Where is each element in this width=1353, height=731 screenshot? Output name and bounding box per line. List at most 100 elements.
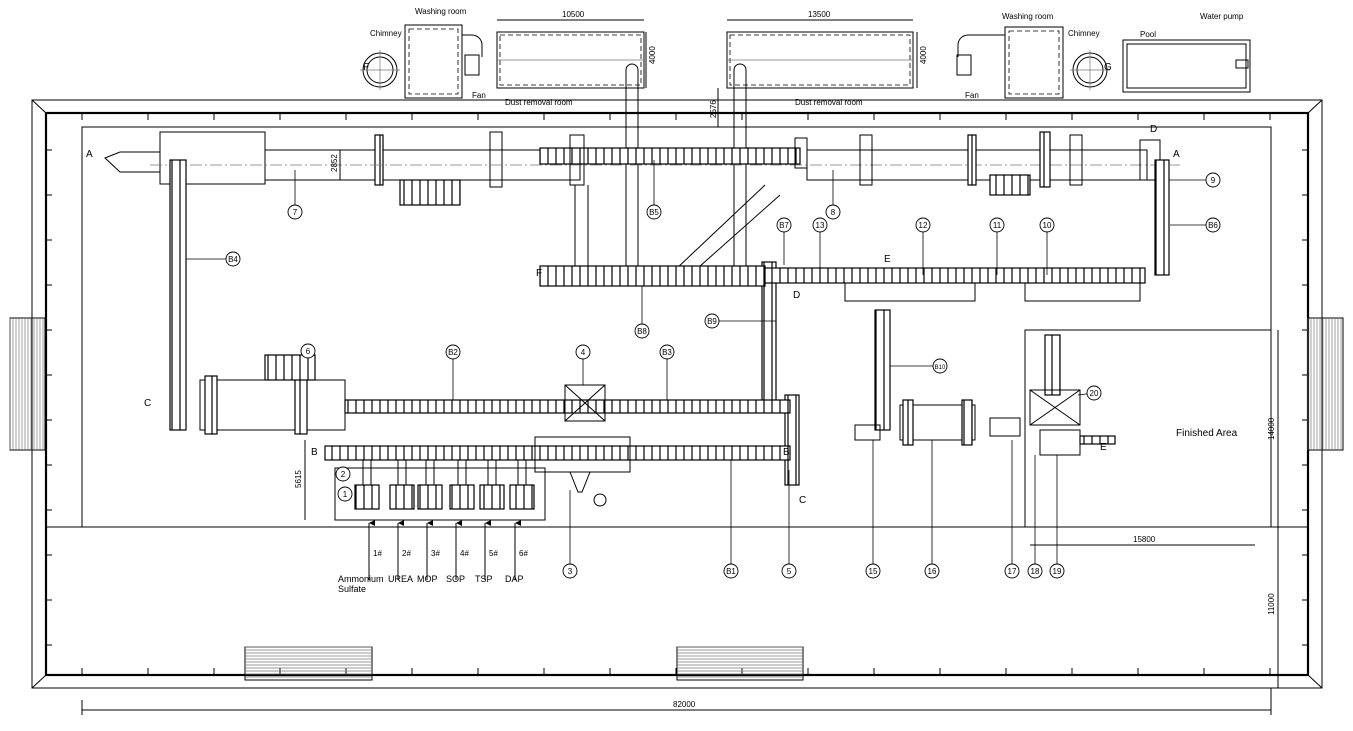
svg-text:B5: B5 — [649, 208, 659, 217]
material-number: 4# — [460, 549, 469, 558]
svg-text:4: 4 — [581, 348, 586, 357]
finished-area-label: Finished Area — [1176, 428, 1238, 439]
material-name: DAP — [505, 574, 524, 584]
washing-room-right-label: Washing room — [1002, 12, 1054, 21]
callout-18: 18 — [1027, 455, 1043, 579]
callout-2: 2 — [335, 466, 351, 482]
section-d-mid: D — [793, 290, 800, 301]
building-columns — [46, 113, 1308, 675]
callout-17: 17 — [1004, 440, 1020, 579]
callout-16: 16 — [924, 440, 940, 579]
svg-text:16: 16 — [928, 567, 937, 576]
callout-10: 10 — [1039, 217, 1055, 275]
callout-19: 19 — [1049, 455, 1065, 579]
callout-b5: B5 — [646, 160, 662, 220]
dim-offset: 2576 — [709, 100, 718, 118]
section-a-right: A — [1173, 149, 1180, 160]
callout-b8: B8 — [634, 286, 650, 339]
section-a-left: A — [86, 149, 93, 160]
material-name: UREA — [388, 574, 413, 584]
callout-b9: B9 — [704, 313, 776, 329]
water-pump-label: Water pump — [1200, 12, 1244, 21]
equipment — [104, 131, 1180, 521]
callout-13: 13 — [812, 217, 828, 275]
callout-6: 6 — [300, 343, 316, 365]
material-name: MOP — [417, 574, 438, 584]
section-b-left: B — [311, 447, 318, 458]
callout-b7: B7 — [776, 217, 792, 265]
dust-room-left-label: Dust removal room — [505, 98, 573, 107]
section-c-left: C — [144, 398, 151, 409]
dim-dust-right-width: 13500 — [808, 10, 831, 19]
material-number: 3# — [431, 549, 440, 558]
material-number: 2# — [402, 549, 411, 558]
svg-text:12: 12 — [919, 221, 928, 230]
material-number: 5# — [489, 549, 498, 558]
callout-20: 20 — [1077, 385, 1102, 401]
raw-material-labels: 1#AmmoniumSulfate2#UREA3#MOP4#SOP5#TSP6#… — [338, 520, 528, 594]
feed-bin — [479, 484, 505, 510]
svg-text:B9: B9 — [707, 317, 717, 326]
chimney-left-label: Chimney — [370, 29, 402, 38]
svg-text:20: 20 — [1090, 389, 1099, 398]
svg-text:2: 2 — [341, 470, 346, 479]
material-number: 6# — [519, 549, 528, 558]
svg-text:7: 7 — [293, 208, 298, 217]
dim-finished-width: 15800 — [1133, 535, 1156, 544]
callout-8: 8 — [825, 170, 841, 220]
dim-finished-height: 14000 — [1267, 417, 1276, 440]
dim-drum-diameter: 2852 — [330, 154, 339, 172]
svg-text:10: 10 — [1043, 221, 1052, 230]
dim-bin-height: 5615 — [294, 470, 303, 488]
stairs — [9, 317, 1344, 681]
svg-text:5: 5 — [787, 567, 792, 576]
feed-bin — [449, 484, 475, 510]
svg-text:19: 19 — [1053, 567, 1062, 576]
svg-text:B3: B3 — [662, 348, 672, 357]
callout-1: 1 — [337, 486, 353, 502]
svg-text:17: 17 — [1008, 567, 1017, 576]
svg-text:8: 8 — [831, 208, 836, 217]
material-name: SOP — [446, 574, 465, 584]
section-f-top: F — [363, 62, 369, 73]
callout-b3: B3 — [659, 344, 675, 400]
callout-b1: B1 — [723, 460, 739, 579]
svg-text:B1: B1 — [726, 567, 736, 576]
callout-12: 12 — [915, 217, 931, 275]
section-d-top: D — [1150, 124, 1157, 135]
section-f-mid: F — [536, 268, 542, 279]
building-outline — [31, 99, 1323, 689]
fan-right-label: Fan — [965, 91, 979, 100]
svg-text:18: 18 — [1031, 567, 1040, 576]
section-e-mid: E — [884, 254, 891, 265]
svg-text:1: 1 — [343, 490, 348, 499]
chimney-right-label: Chimney — [1068, 29, 1100, 38]
callout-5: 5 — [781, 470, 797, 579]
svg-text:B7: B7 — [779, 221, 789, 230]
svg-text:3: 3 — [568, 567, 573, 576]
annotations: Washing room Washing room Chimney Chimne… — [86, 7, 1276, 709]
feed-bin — [417, 484, 443, 510]
fan-left-label: Fan — [472, 91, 486, 100]
material-name: TSP — [475, 574, 493, 584]
callout-3: 3 — [562, 490, 578, 579]
feed-bin — [509, 484, 535, 510]
dim-total-length: 82000 — [673, 700, 696, 709]
dimension-lines — [81, 150, 1279, 715]
dust-room-right-label: Dust removal room — [795, 98, 863, 107]
svg-text:9: 9 — [1211, 176, 1216, 185]
callout-b2: B2 — [445, 344, 461, 400]
callout-15: 15 — [865, 440, 881, 579]
dim-dust-left-width: 10500 — [562, 10, 585, 19]
dust-removal-system — [360, 19, 1251, 276]
washing-room-left-label: Washing room — [415, 7, 467, 16]
feed-bin — [354, 484, 380, 510]
callout-b6: B6 — [1170, 217, 1221, 233]
section-e-right: E — [1100, 442, 1107, 453]
material-number: 1# — [373, 549, 382, 558]
svg-text:B10: B10 — [935, 365, 946, 371]
callout-9: 9 — [1169, 172, 1221, 188]
pool-label: Pool — [1140, 30, 1156, 39]
